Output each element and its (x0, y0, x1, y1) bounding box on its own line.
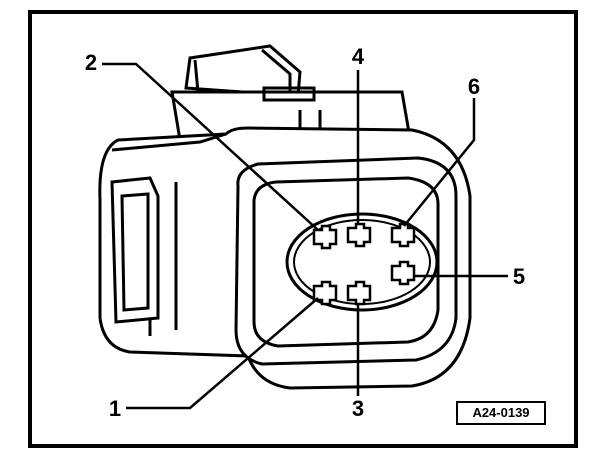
callout-2: 2 (84, 50, 98, 75)
callout-3: 3 (351, 396, 365, 421)
outer-frame (28, 10, 578, 448)
callout-4: 4 (351, 44, 365, 69)
pin-socket-2 (312, 224, 338, 250)
pin-socket-5 (390, 260, 416, 286)
pin-socket-3 (346, 280, 372, 306)
callout-5: 5 (512, 264, 526, 289)
leader-line-2 (102, 62, 319, 231)
leader-lines (102, 62, 508, 410)
callout-1: 1 (108, 396, 122, 421)
leader-line-1 (126, 297, 319, 410)
pin-socket-1 (312, 280, 338, 306)
pin-socket-6 (390, 222, 416, 248)
callout-6: 6 (467, 74, 481, 99)
pin-socket-4 (346, 222, 372, 248)
leader-line-6 (403, 98, 476, 227)
reference-code: A24-0139 (456, 401, 546, 425)
pin-sockets (312, 222, 416, 306)
